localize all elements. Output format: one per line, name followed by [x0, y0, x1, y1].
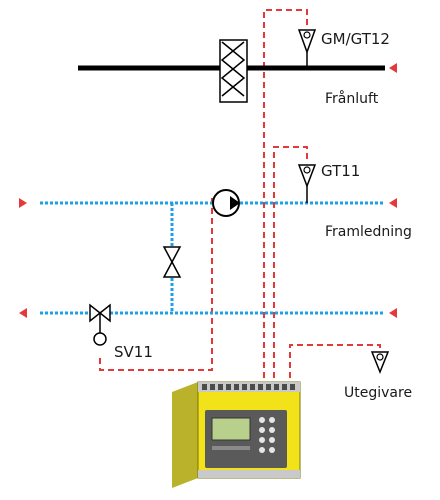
flow-arrow-icon [19, 198, 27, 208]
return-pipe [19, 308, 397, 318]
flow-arrow-icon [19, 308, 27, 318]
label-gt11: GT11 [321, 162, 360, 180]
terminal-strip-top [198, 382, 300, 392]
supply-pipe [19, 198, 397, 208]
keypad-icon [259, 417, 275, 453]
heat-exchanger-symbol [219, 39, 248, 103]
label-gm-gt12: GM/GT12 [321, 30, 390, 48]
sensor-gm-gt12-icon [297, 29, 317, 68]
signal-wiring [99, 9, 381, 388]
flow-arrow-icon [389, 198, 397, 208]
balancing-valve-icon [162, 246, 182, 278]
flow-arrow-icon [389, 63, 397, 73]
label-utegivare: Utegivare [344, 385, 412, 401]
label-franluft: Frånluft [325, 90, 379, 107]
outdoor-sensor-icon [370, 351, 390, 375]
controller-display [211, 417, 251, 441]
terminal-strip-bottom [198, 470, 300, 478]
pump-icon [212, 189, 240, 217]
sensor-gt11-icon [297, 164, 317, 203]
label-sv11: SV11 [114, 343, 153, 361]
flow-arrow-icon [389, 308, 397, 318]
label-framledning: Framledning [325, 224, 412, 240]
control-valve-sv11-icon [89, 303, 111, 346]
controller-unit [172, 381, 301, 488]
